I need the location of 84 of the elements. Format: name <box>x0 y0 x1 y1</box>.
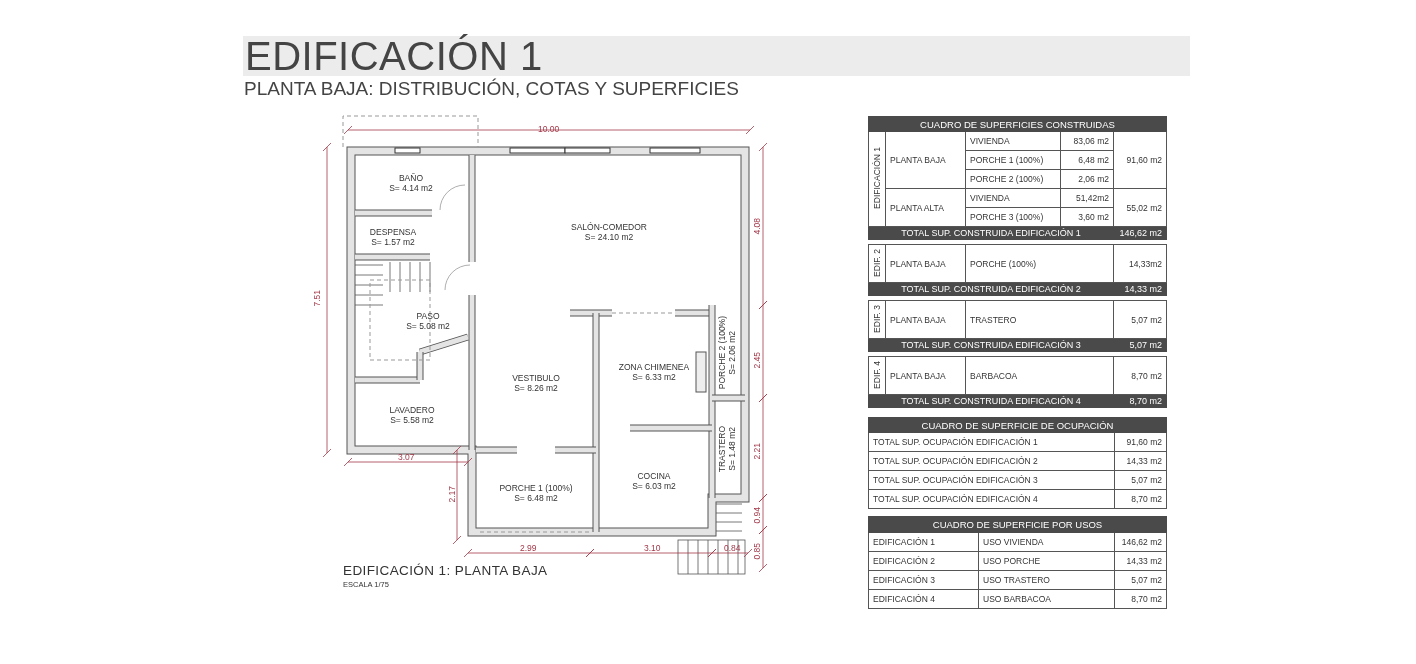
room-name: COCINA <box>637 471 671 481</box>
room-area: S= 6.33 m2 <box>632 372 676 382</box>
table-cell: PLANTA BAJA <box>885 244 966 283</box>
room-name: TRASTERO <box>717 425 727 473</box>
room-name: SALÓN-COMEDOR <box>570 222 647 232</box>
table-cell: EDIF. 3 <box>872 304 882 333</box>
table-cell: EDIF. 2 <box>872 248 882 277</box>
table-cell: PORCHE 3 (100%) <box>965 207 1061 227</box>
table-heading: CUADRO DE SUPERFICIE DE OCUPACIÓN <box>868 417 1167 433</box>
room-name: PASO <box>416 311 440 321</box>
dimension-label: 2.45 <box>752 352 762 369</box>
dimension-label: 0.85 <box>752 543 762 560</box>
dimension-label: 7.51 <box>312 290 322 307</box>
table-cell: PLANTA BAJA <box>885 356 966 395</box>
table-cell: USO TRASTERO <box>978 570 1115 590</box>
area-value: 51,42m2 <box>1060 188 1114 208</box>
table-cell: USO BARBACOA <box>978 589 1115 609</box>
area-value: 5,07 m2 <box>1114 470 1167 490</box>
table-cell: USO VIVIENDA <box>978 532 1115 552</box>
room-area: S= 1.48 m2 <box>727 427 737 471</box>
room-area: S= 5.08 m2 <box>406 321 450 331</box>
subtitle: PLANTA BAJA: DISTRIBUCIÓN, COTAS Y SUPERFICIES <box>244 79 739 99</box>
room-name: LAVADERO <box>389 405 435 415</box>
dimension-label: 3.07 <box>398 452 415 462</box>
area-value: 91,60 m2 <box>1113 131 1167 189</box>
table-cell: TRASTERO <box>965 300 1114 339</box>
dimension-label: 3.10 <box>644 543 661 553</box>
room-area: S= 1.57 m2 <box>371 237 415 247</box>
area-value: 91,60 m2 <box>1114 432 1167 452</box>
table-cell: EDIFICACIÓN 1 <box>872 147 882 209</box>
room-area: S= 5.58 m2 <box>390 415 434 425</box>
table-cell: USO PORCHE <box>978 551 1115 571</box>
table-cell: PORCHE 1 (100%) <box>965 150 1061 170</box>
table-cell: TOTAL SUP. OCUPACIÓN EDIFICACIÓN 2 <box>868 451 1115 471</box>
table-cell: TOTAL SUP. OCUPACIÓN EDIFICACIÓN 3 <box>868 470 1115 490</box>
dimension-label: 2.99 <box>520 543 537 553</box>
area-value: 8,70 m2 <box>1114 489 1167 509</box>
table-cell: PLANTA BAJA <box>885 300 966 339</box>
dimension-label: 4.08 <box>752 218 762 235</box>
table-cell: BARBACOA <box>965 356 1114 395</box>
table-cell: TOTAL SUP. OCUPACIÓN EDIFICACIÓN 4 <box>868 489 1115 509</box>
table-cell: EDIFICACIÓN 4 <box>868 589 979 609</box>
area-value: 14,33 m2 <box>1114 551 1167 571</box>
dimension-label: 0.84 <box>724 543 741 553</box>
area-value: 5,07 m2 <box>1113 300 1167 339</box>
title: EDIFICACIÓN 1 <box>245 36 543 76</box>
room-area: S= 8.26 m2 <box>514 383 558 393</box>
dimension-label: 10.00 <box>538 124 560 134</box>
room-area: S= 2.06 m2 <box>727 331 737 375</box>
table-cell: PORCHE (100%) <box>965 244 1114 283</box>
area-value: 8,70 m2 <box>1113 356 1167 395</box>
room-name: ZONA CHIMENEA <box>618 362 690 372</box>
area-value: 14,33m2 <box>1113 244 1167 283</box>
table-cell: PORCHE 2 (100%) <box>965 169 1061 189</box>
area-value: 14,33 m2 <box>1114 451 1167 471</box>
room-name: PORCHE 1 (100%) <box>499 482 573 493</box>
area-value: 8,70 m2 <box>1114 589 1167 609</box>
room-name: PORCHE 2 (100%) <box>717 316 727 390</box>
dimension-label: 2.17 <box>447 486 457 503</box>
room-name: DESPENSA <box>369 227 417 237</box>
room-area: S= 6.03 m2 <box>632 481 676 491</box>
table-cell: TOTAL SUP. OCUPACIÓN EDIFICACIÓN 1 <box>868 432 1115 452</box>
table-cell: EDIF. 4 <box>872 360 882 389</box>
table-heading: CUADRO DE SUPERFICIE POR USOS <box>868 516 1167 533</box>
area-value: 5,07 m2 <box>1114 570 1167 590</box>
table-heading: CUADRO DE SUPERFICIES CONSTRUIDAS <box>868 116 1167 132</box>
room-name: BAÑO <box>398 173 424 183</box>
area-value: 83,06 m2 <box>1060 131 1114 151</box>
table-cell: EDIFICACIÓN 1 <box>868 532 979 552</box>
table-cell: PLANTA BAJA <box>885 131 966 189</box>
table-cell: VIVIENDA <box>965 131 1061 151</box>
room-area: S= 6.48 m2 <box>514 492 558 503</box>
table-cell: EDIFICACIÓN 3 <box>868 570 979 590</box>
dimension-label: 2.21 <box>752 443 762 460</box>
area-value: 146,62 m2 <box>1114 532 1167 552</box>
area-value: 55,02 m2 <box>1113 188 1167 227</box>
room-area: S= 24.10 m2 <box>584 232 634 242</box>
table-cell: VIVIENDA <box>965 188 1061 208</box>
room-area: S= 4.14 m2 <box>389 183 433 193</box>
table-cell: PLANTA ALTA <box>885 188 966 227</box>
dimension-label: 0.94 <box>752 507 762 524</box>
room-name: VESTIBULO <box>512 373 560 383</box>
drawing-caption: EDIFICACIÓN 1: PLANTA BAJA <box>343 563 548 578</box>
table-cell: EDIFICACIÓN 2 <box>868 551 979 571</box>
